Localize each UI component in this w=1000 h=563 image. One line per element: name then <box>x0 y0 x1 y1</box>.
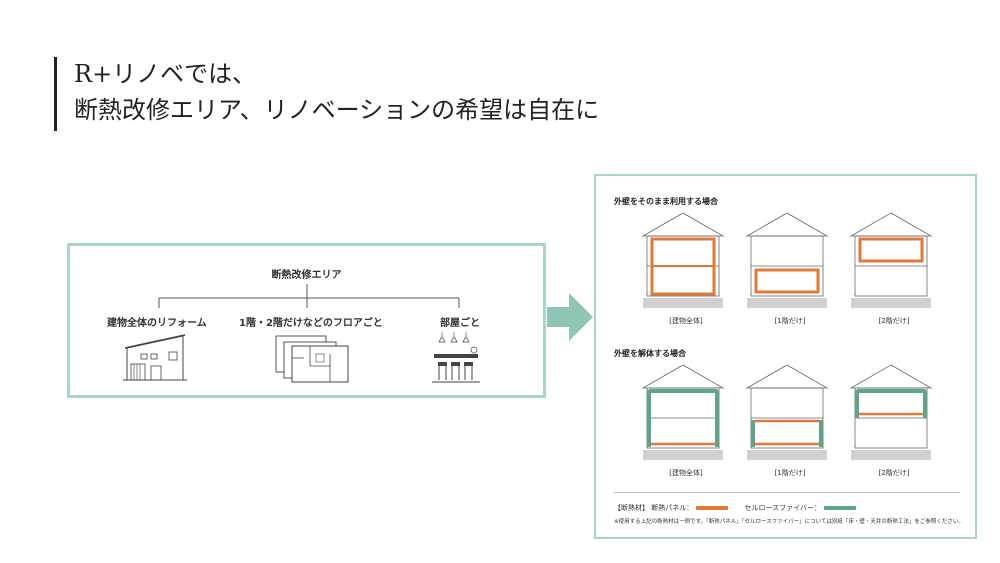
insulation-cases-panel: 外壁をそのまま利用する場合 [建物全体] [1階だけ] <box>594 174 977 539</box>
title-line-1: R+リノベでは、 <box>74 60 257 88</box>
legend-panel-label: 断熱パネル： <box>651 504 694 512</box>
diagram-title: 断熱改修エリア <box>271 270 342 281</box>
house-icon <box>123 334 187 381</box>
title-accent-bar <box>54 57 57 131</box>
caption-1f-demolish: [1階だけ] <box>774 469 806 477</box>
room-icon <box>432 332 480 383</box>
right-arrow-icon <box>547 293 593 341</box>
section-title-demolish-wall: 外壁を解体する場合 <box>614 349 686 358</box>
option-per-room: 部屋ごと <box>440 318 480 329</box>
legend-cellulose-swatch <box>823 506 856 510</box>
section-title-reuse-wall: 外壁をそのまま利用する場合 <box>614 197 718 206</box>
option-whole-building: 建物全体のリフォーム <box>107 318 207 329</box>
reuse-wall-house-diagrams <box>641 212 933 308</box>
caption-whole-reuse: [建物全体] <box>669 317 703 325</box>
house-whole-demolish <box>641 364 725 460</box>
caption-1f-reuse: [1階だけ] <box>774 317 806 325</box>
option-per-floor: 1階・2階だけなどのフロアごと <box>239 318 383 329</box>
house-2f-demolish <box>849 364 933 460</box>
legend-prefix: 【断熱材】 <box>614 504 649 512</box>
floorplan-icon <box>275 335 349 383</box>
legend-cellulose-label: セルロースファイバー： <box>744 504 821 512</box>
caption-2f-reuse: [2階だけ] <box>878 317 910 325</box>
title-line-2: 断熱改修エリア、リノベーションの希望は自在に <box>74 96 600 124</box>
legend-divider <box>614 492 960 493</box>
house-2f-reuse <box>849 212 933 308</box>
footnote: ※使用する上記の断熱材は一例です。「断熱パネル」「セルロースファイバー」について… <box>614 519 964 525</box>
page-title: R+リノベでは、 断熱改修エリア、リノベーションの希望は自在に <box>74 58 599 130</box>
legend: 【断熱材】 断熱パネル： セルロースファイバー： <box>614 503 870 513</box>
house-1f-demolish <box>745 364 829 460</box>
caption-2f-demolish: [2階だけ] <box>878 469 910 477</box>
caption-whole-demolish: [建物全体] <box>669 469 703 477</box>
house-1f-reuse <box>745 212 829 308</box>
demolish-wall-house-diagrams <box>641 364 933 460</box>
legend-panel-swatch <box>696 506 729 510</box>
tree-connector <box>158 284 460 308</box>
insulation-area-diagram: 断熱改修エリア 建物全体のリフォーム 1階・2階だけなどのフロアごと 部屋ごと <box>67 243 546 398</box>
house-whole-reuse <box>641 212 725 308</box>
